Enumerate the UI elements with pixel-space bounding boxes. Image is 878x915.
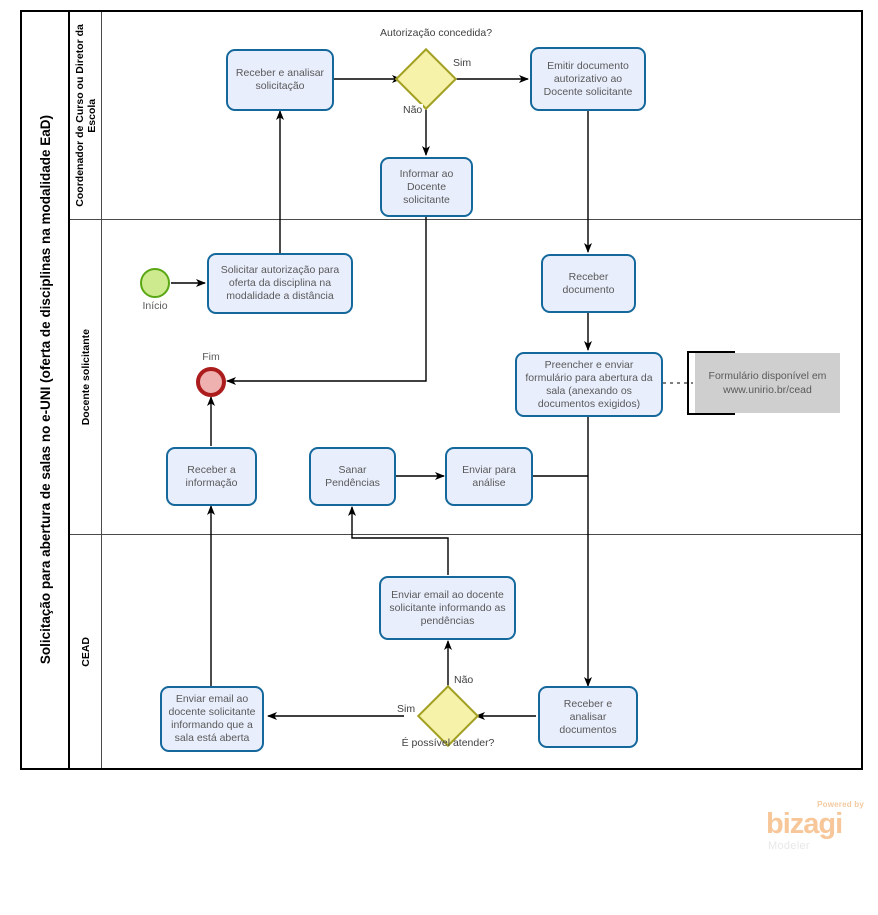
- pool-title-label: Solicitação para abertura de salas no e-…: [37, 115, 53, 665]
- task-preencher-enviar-formulario[interactable]: Preencher e enviar formulário para abert…: [515, 352, 663, 417]
- watermark-product: Modeler: [768, 840, 810, 852]
- task-emitir-documento[interactable]: Emitir documento autorizativo ao Docente…: [530, 47, 646, 111]
- task-label: Solicitar autorização para oferta da dis…: [220, 264, 340, 302]
- task-receber-analisar-solicitacao[interactable]: Receber e analisar solicitação: [226, 49, 334, 111]
- watermark-brand: bizagi: [766, 808, 843, 840]
- task-label: Enviar email ao docente solicitante info…: [389, 588, 506, 627]
- lane-header-docente: Docente solicitante: [70, 220, 102, 534]
- lane-header-coordenador: Coordenador de Curso ou Diretor da Escol…: [70, 12, 102, 219]
- annotation-text: Formulário disponível em www.unirio.br/c…: [708, 370, 827, 396]
- task-label: Receber e analisar solicitação: [235, 67, 325, 92]
- gateway-label-e-possivel-atender: É possível atender?: [388, 737, 508, 749]
- task-label: Enviar para análise: [462, 463, 516, 489]
- flow-label-autorizacao-sim: Sim: [452, 57, 473, 69]
- task-label: Preencher e enviar formulário para abert…: [525, 358, 653, 410]
- task-label: Emitir documento autorizativo ao Docente…: [543, 59, 633, 98]
- task-label: Sanar Pendências: [325, 463, 380, 489]
- task-receber-informacao[interactable]: Receber a informação: [166, 447, 257, 506]
- start-event[interactable]: [140, 268, 170, 298]
- task-label: Receber documento: [562, 270, 615, 296]
- gateway-label-autorizacao-concedida: Autorização concedida?: [380, 27, 492, 39]
- gateway-label-text: É possível atender?: [401, 737, 495, 749]
- gateway-label-text: Autorização concedida?: [380, 27, 493, 39]
- task-label: Informar ao Docente solicitante: [399, 167, 454, 206]
- task-enviar-email-sala-aberta[interactable]: Enviar email ao docente solicitante info…: [160, 686, 264, 752]
- task-receber-documento[interactable]: Receber documento: [541, 254, 636, 313]
- flow-label-atender-nao: Não: [453, 674, 475, 686]
- task-label: Receber e analisar documentos: [559, 697, 617, 736]
- lane-header-cead: CEAD: [70, 535, 102, 768]
- watermark-powered-by: Powered by: [817, 800, 864, 809]
- start-event-label: Início: [142, 300, 168, 312]
- lane-coordenador: Coordenador de Curso ou Diretor da Escol…: [70, 12, 861, 220]
- end-event[interactable]: [196, 367, 226, 397]
- lane-label-cead: CEAD: [79, 636, 92, 667]
- task-receber-analisar-documentos[interactable]: Receber e analisar documentos: [538, 686, 638, 748]
- flow-label-autorizacao-nao: Não: [402, 104, 424, 116]
- task-informar-docente[interactable]: Informar ao Docente solicitante: [380, 157, 473, 217]
- lane-label-coordenador: Coordenador de Curso ou Diretor da Escol…: [73, 24, 98, 207]
- task-label: Enviar email ao docente solicitante info…: [168, 693, 256, 744]
- lane-label-docente: Docente solicitante: [79, 328, 92, 426]
- task-enviar-para-analise[interactable]: Enviar para análise: [445, 447, 533, 506]
- data-annotation-formulario: Formulário disponível em www.unirio.br/c…: [687, 351, 840, 415]
- bizagi-watermark: Powered by bizagi Modeler: [766, 800, 866, 862]
- flow-label-atender-sim: Sim: [396, 703, 417, 715]
- task-label: Receber a informação: [185, 463, 238, 489]
- end-event-label: Fim: [202, 351, 220, 363]
- task-enviar-email-pendencias[interactable]: Enviar email ao docente solicitante info…: [379, 576, 516, 640]
- pool-title: Solicitação para abertura de salas no e-…: [22, 12, 70, 768]
- task-sanar-pendencias[interactable]: Sanar Pendências: [309, 447, 396, 506]
- annotation-bracket: [687, 351, 689, 415]
- task-solicitar-autorizacao[interactable]: Solicitar autorização para oferta da dis…: [207, 253, 353, 314]
